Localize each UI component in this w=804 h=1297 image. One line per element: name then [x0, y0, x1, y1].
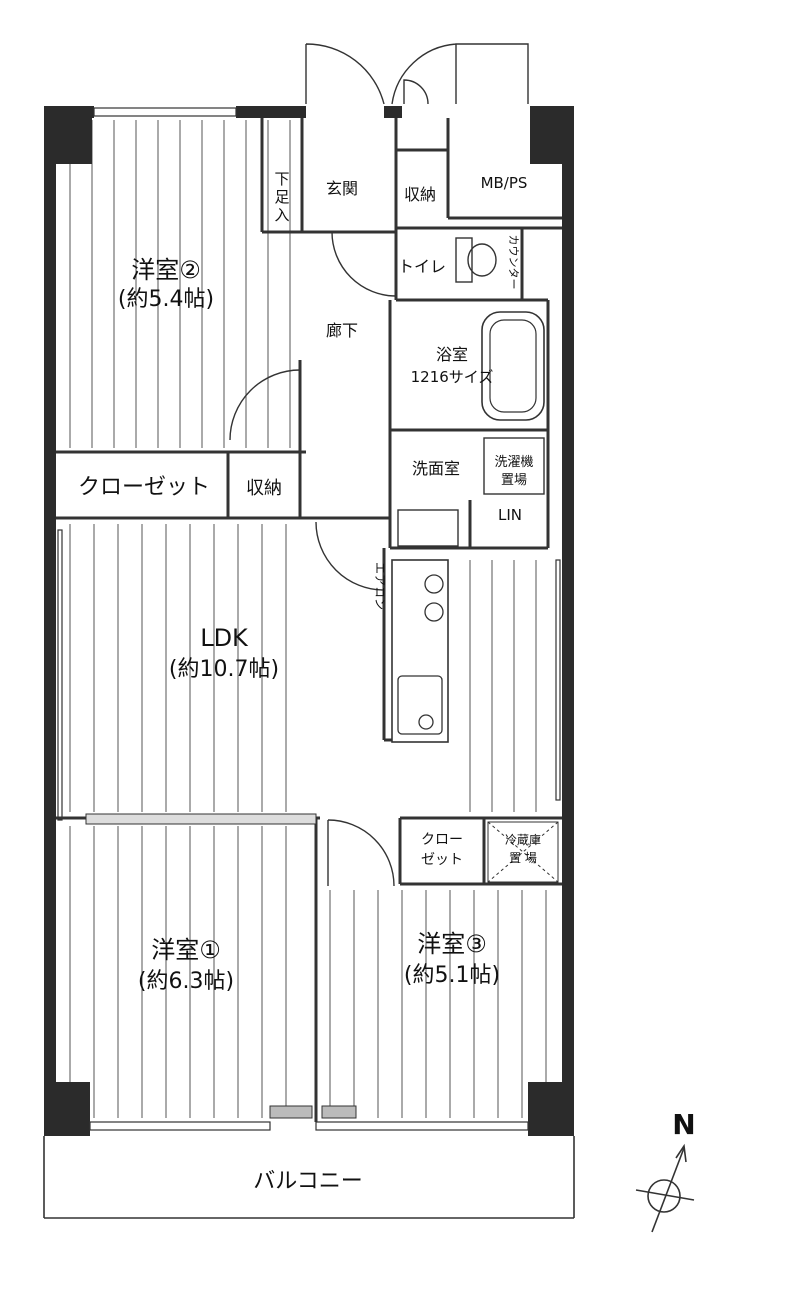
washer-label-1: 洗濯機: [494, 455, 533, 470]
closet-large-bg: [60, 460, 224, 512]
storage-hall-label: 収納: [246, 478, 282, 499]
balcony-step-left: [269, 1105, 313, 1119]
stove-burner-1: [424, 574, 444, 594]
outer-walls: [44, 106, 574, 1136]
fridge-label-1: 冷蔵庫: [505, 833, 541, 847]
stove-burner-2: [424, 602, 444, 622]
room-western1-name: 洋室①: [151, 936, 221, 964]
lin-label: LIN: [498, 506, 522, 524]
washer-space: [483, 437, 545, 495]
getabako-char-1: 下: [274, 170, 289, 188]
bathtub: [481, 311, 545, 421]
kitchen-sink: [397, 675, 443, 735]
washer-label-2: 置場: [501, 473, 527, 488]
sink-drain: [418, 714, 434, 730]
doors: [229, 43, 529, 887]
corridor-label: 廊下: [326, 321, 358, 340]
room-western3-size: (約5.1帖): [404, 963, 500, 988]
floorboard-lines: [69, 120, 547, 1118]
balcony-step-right: [321, 1105, 357, 1119]
room-ldk-size: (約10.7帖): [169, 657, 279, 682]
mbps-label: MB/PS: [481, 174, 528, 192]
closet-large-label: クローゼット: [78, 475, 210, 500]
bath-size: 1216サイズ: [411, 368, 494, 386]
toilet-bowl: [467, 243, 497, 277]
aircon-label: エアコン: [373, 562, 387, 610]
compass: [635, 1143, 695, 1233]
storage-entry-label: 収納: [404, 185, 436, 204]
washroom-label: 洗面室: [412, 459, 460, 478]
room-ldk-name: LDK: [200, 624, 249, 652]
room-western3-name: 洋室③: [417, 930, 487, 958]
kitchen-counter: [391, 559, 449, 743]
counter-label: カウンター: [507, 235, 520, 290]
bath-name: 浴室: [436, 345, 468, 364]
bathtub-inner: [489, 319, 537, 413]
getabako-char-3: 入: [274, 206, 289, 224]
balcony-label: バルコニー: [253, 1169, 363, 1194]
windows: [57, 107, 561, 1131]
room-western1-size: (約6.3帖): [138, 969, 234, 994]
room-western2-name: 洋室②: [131, 256, 201, 284]
fridge-label-2: 置 場: [509, 851, 537, 865]
sliding-door-track: [85, 813, 317, 825]
toilet-tank: [455, 237, 473, 283]
washbasin: [397, 509, 459, 547]
genkan-label: 玄関: [326, 179, 358, 198]
fridge-space: [487, 821, 559, 883]
toilet-label: トイレ: [398, 257, 446, 276]
balcony: [43, 1136, 575, 1219]
closet-small-line1: クロー: [421, 832, 463, 848]
getabako-char-2: 足: [274, 188, 289, 206]
closet-small-line2: ゼット: [421, 852, 463, 868]
room-western2-size: (約5.4帖): [118, 287, 214, 312]
compass-north-label: N: [672, 1108, 695, 1141]
